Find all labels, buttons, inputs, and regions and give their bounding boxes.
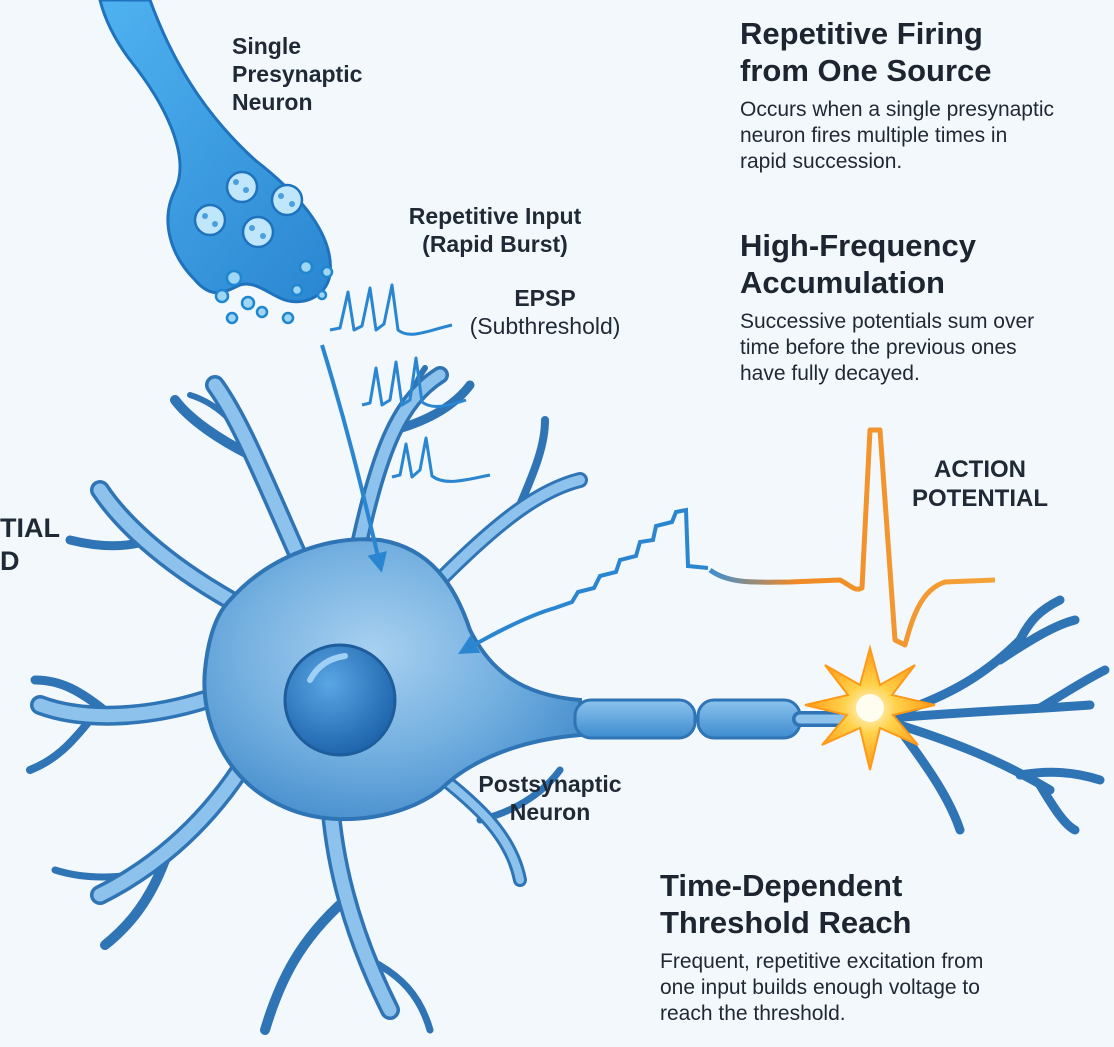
section-body-line: have fully decayed. — [740, 361, 1114, 387]
epsp-trace-1 — [330, 285, 452, 334]
action-potential-label: ACTION POTENTIAL — [895, 455, 1065, 513]
section-title-line: Threshold Reach — [660, 904, 1110, 941]
action-potential-line: POTENTIAL — [895, 484, 1065, 513]
section-body-line: Successive potentials sum over — [740, 309, 1114, 335]
section-body-line: one input builds enough voltage to — [660, 975, 1110, 1001]
epsp-trace-3 — [392, 438, 490, 481]
section-body: Frequent, repetitive excitation from one… — [660, 949, 1110, 1027]
repetitive-input-line: (Rapid Burst) — [370, 230, 620, 258]
section-title: Time-Dependent Threshold Reach — [660, 867, 1110, 941]
epsp-label: EPSP (Subthreshold) — [455, 284, 635, 340]
section-title-line: Repetitive Firing — [740, 15, 1114, 52]
section-body-line: reach the threshold. — [660, 1001, 1110, 1027]
postsynaptic-label-line: Postsynaptic — [455, 770, 645, 798]
action-potential-line: ACTION — [895, 455, 1065, 484]
presynaptic-label-line: Single — [232, 32, 362, 60]
input-arrow — [322, 345, 380, 565]
section-body-line: rapid succession. — [740, 149, 1114, 175]
section-title-line: Time-Dependent — [660, 867, 1110, 904]
epsp-subtitle: (Subthreshold) — [455, 312, 635, 340]
repetitive-input-label: Repetitive Input (Rapid Burst) — [370, 202, 620, 258]
section-title: High-Frequency Accumulation — [740, 227, 1114, 301]
presynaptic-label-line: Presynaptic — [232, 60, 362, 88]
left-cut-line: TIAL — [0, 512, 80, 545]
presynaptic-label-line: Neuron — [232, 88, 362, 116]
section-title-line: High-Frequency — [740, 227, 1114, 264]
section-title-line: from One Source — [740, 52, 1114, 89]
section-body: Occurs when a single presynaptic neuron … — [740, 97, 1114, 175]
section-body-line: neuron fires multiple times in — [740, 123, 1114, 149]
nucleus — [285, 645, 395, 755]
section-body-line: Occurs when a single presynaptic — [740, 97, 1114, 123]
section-body: Successive potentials sum over time befo… — [740, 309, 1114, 387]
section-title: Repetitive Firing from One Source — [740, 15, 1114, 89]
section-repetitive-firing: Repetitive Firing from One Source Occurs… — [740, 15, 1114, 175]
section-body-line: time before the previous ones — [740, 335, 1114, 361]
epsp-title: EPSP — [455, 284, 635, 312]
left-cut-line: D — [0, 545, 80, 578]
section-title-line: Accumulation — [740, 264, 1114, 301]
left-cut-label: TIAL D — [0, 512, 80, 578]
postsynaptic-label: Postsynaptic Neuron — [455, 770, 645, 826]
section-high-frequency: High-Frequency Accumulation Successive p… — [740, 227, 1114, 387]
repetitive-input-line: Repetitive Input — [370, 202, 620, 230]
section-time-dependent: Time-Dependent Threshold Reach Frequent,… — [660, 867, 1110, 1027]
presynaptic-label: Single Presynaptic Neuron — [232, 32, 362, 116]
postsynaptic-label-line: Neuron — [455, 798, 645, 826]
axon-terminals — [880, 600, 1105, 830]
section-body-line: Frequent, repetitive excitation from — [660, 949, 1110, 975]
